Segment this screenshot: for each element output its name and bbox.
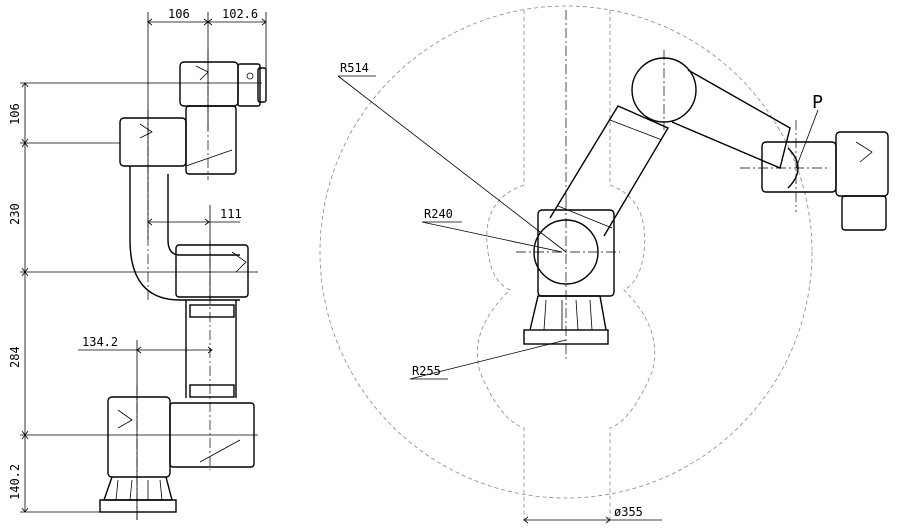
label-r514: R514: [340, 61, 369, 75]
robot-base: [523, 209, 615, 345]
dim-140-2-vertical: 140.2: [8, 464, 22, 500]
dim-284-vertical: 284: [8, 346, 22, 368]
dim-111: 111: [220, 207, 242, 221]
dim-230-vertical: 230: [8, 203, 22, 225]
base-joint: [99, 396, 255, 513]
dim-base-diameter: ø355: [614, 505, 643, 519]
wrist-top-module: [179, 61, 267, 107]
upper-link: [129, 166, 249, 301]
workspace-view: ø355 R514 R240 R255: [319, 5, 889, 524]
robot-wrist: [761, 131, 889, 231]
side-view: 106 230 284 140.2 106 102.6 111 134.2: [8, 7, 267, 520]
dim-134-2: 134.2: [82, 335, 118, 349]
dim-106-vertical: 106: [8, 103, 22, 125]
reach-boundary-inner: [476, 10, 656, 520]
robot-upper-link: [549, 105, 670, 237]
lower-link: [185, 300, 237, 398]
label-point-p: P: [812, 92, 823, 113]
robot-elbow: [631, 57, 791, 169]
dim-102-6-horizontal: 102.6: [222, 7, 258, 21]
wrist-middle-module: [119, 105, 237, 175]
label-r255: R255: [412, 364, 441, 378]
dim-106-horizontal: 106: [168, 7, 190, 21]
reach-circle-outer: [319, 5, 813, 499]
label-r240: R240: [424, 207, 453, 221]
